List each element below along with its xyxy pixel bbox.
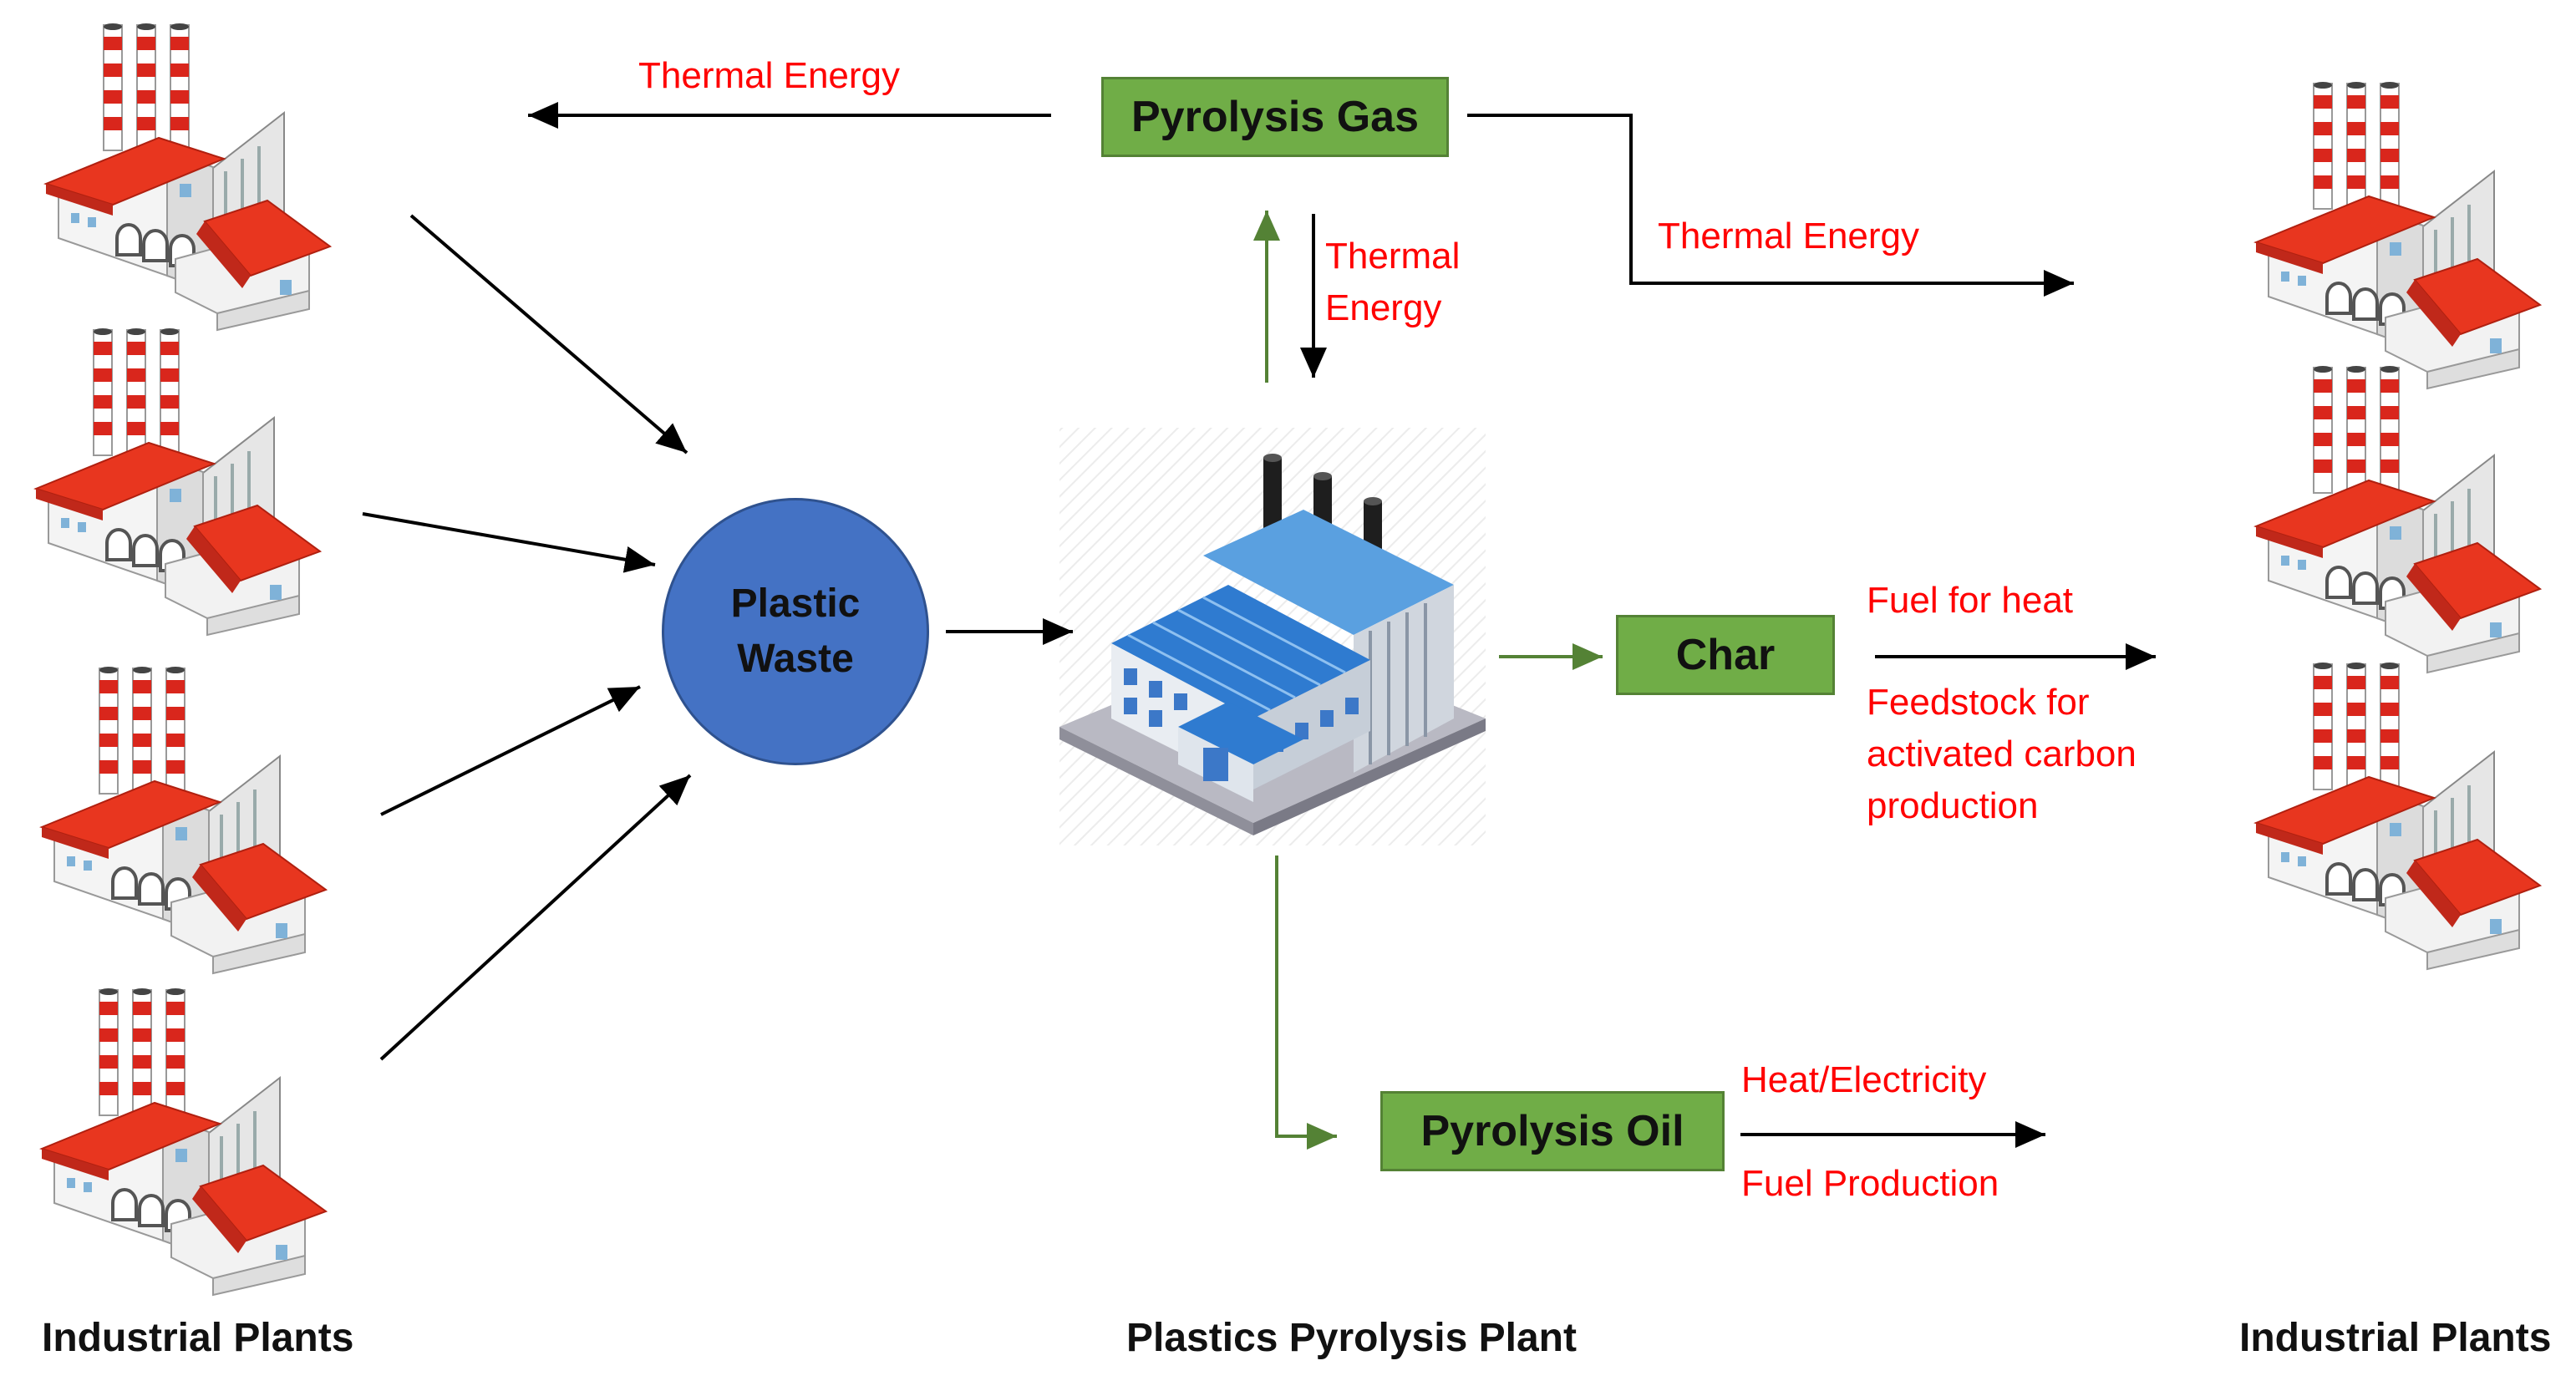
industrial-plant-icon: [2254, 661, 2542, 971]
industrial-plant-icon: [2254, 80, 2542, 390]
char-uses-line4: production: [1867, 785, 2039, 826]
pyrolysis-oil-node: Pyrolysis Oil: [1380, 1091, 1725, 1171]
thermal-energy-plant-line2: Energy: [1325, 287, 1442, 328]
industrial-plant-icon: [34, 327, 322, 637]
thermal-energy-left-label: Thermal Energy: [638, 55, 901, 96]
thermal-energy-plant-label: Thermal Energy: [1325, 231, 1460, 334]
plastic-waste-node: Plastic Waste: [662, 498, 929, 765]
industrial-plant-icon: [44, 22, 332, 332]
oil-uses-heat-label: Heat/Electricity: [1741, 1059, 1987, 1100]
oil-uses-fuel-label: Fuel Production: [1741, 1163, 1999, 1204]
char-uses-fuel-label: Fuel for heat: [1867, 580, 2074, 621]
char-uses-line3: activated carbon: [1867, 734, 2137, 774]
caption-pyrolysis-plant: Plastics Pyrolysis Plant: [1126, 1316, 1577, 1360]
caption-right-industrial-plants: Industrial Plants: [2239, 1316, 2552, 1360]
char-uses-line2: Feedstock for: [1867, 682, 2090, 723]
plastic-waste-label-line1: Plastic: [730, 581, 861, 626]
thermal-energy-right-label: Thermal Energy: [1658, 216, 1920, 256]
industrial-plant-icon: [2254, 364, 2542, 674]
pyrolysis-gas-node: Pyrolysis Gas: [1101, 77, 1449, 157]
industrial-plant-icon: [40, 987, 328, 1297]
industrial-plant-icon: [40, 665, 328, 975]
pyrolysis-plant-icon: [1059, 428, 1486, 845]
caption-left-industrial-plants: Industrial Plants: [42, 1316, 354, 1360]
char-uses-feedstock-label: Feedstock for activated carbon productio…: [1867, 677, 2137, 832]
plastic-waste-label-line2: Waste: [737, 637, 854, 681]
char-node: Char: [1616, 615, 1835, 695]
thermal-energy-plant-line1: Thermal: [1325, 236, 1461, 277]
